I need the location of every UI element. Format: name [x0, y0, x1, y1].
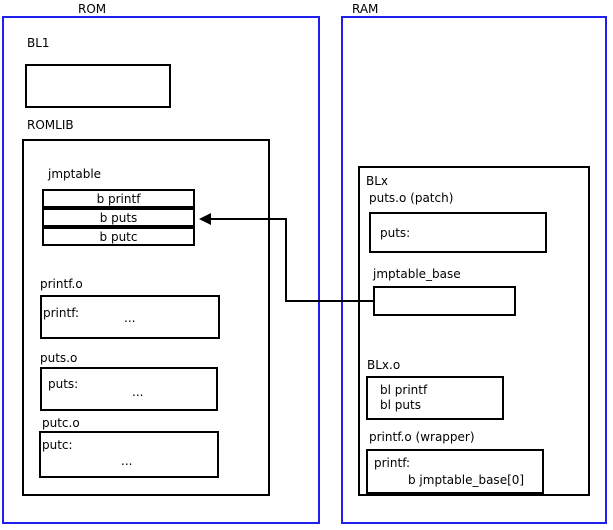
puts-o-label: puts.o — [40, 351, 78, 365]
blx-o-line2: bl puts — [380, 398, 421, 412]
romlib-group — [22, 139, 270, 496]
bl1-box — [25, 64, 171, 108]
jmptable-entry-2: b putc — [42, 227, 195, 246]
romlib-label: ROMLIB — [27, 118, 74, 132]
connector-segment-upper-horizontal — [211, 218, 287, 220]
bl1-label: BL1 — [27, 36, 50, 50]
jmptable-label: jmptable — [48, 167, 102, 181]
connector-segment-vertical — [285, 218, 287, 302]
printf-wrapper-label: printf.o (wrapper) — [369, 430, 475, 444]
printf-wrapper-line1: printf: — [374, 456, 411, 470]
blx-group — [358, 166, 590, 496]
jmptable-entry-0: b printf — [42, 189, 195, 208]
blx-o-line1: bl printf — [380, 383, 428, 397]
connector-segment-lower-horizontal — [285, 300, 375, 302]
printf-o-label: printf.o — [40, 277, 83, 291]
printf-wrapper-box: printf: b jmptable_base[0] — [366, 449, 544, 494]
puts-patch-box: puts: — [369, 212, 547, 253]
printf-wrapper-line2: b jmptable_base[0] — [408, 473, 525, 487]
jmptable-base-label: jmptable_base — [373, 267, 461, 281]
putc-o-ellipsis: ... — [121, 454, 133, 468]
putc-o-symbol: putc: — [42, 438, 73, 452]
printf-o-ellipsis: ... — [124, 311, 136, 325]
arrowhead-icon — [199, 213, 211, 225]
blx-label: BLx — [366, 174, 389, 188]
printf-o-symbol: printf: — [43, 306, 80, 320]
puts-patch-label: puts.o (patch) — [369, 191, 454, 205]
puts-o-symbol: puts: — [48, 377, 79, 391]
puts-o-box: puts: ... — [40, 367, 218, 411]
putc-o-box: putc: ... — [39, 431, 219, 478]
puts-o-ellipsis: ... — [132, 385, 144, 399]
rom-region-label: ROM — [78, 2, 107, 16]
putc-o-label: putc.o — [42, 416, 80, 430]
jmptable-entry-1: b puts — [42, 208, 195, 227]
rom-region — [2, 16, 320, 524]
ram-region-label: RAM — [352, 2, 379, 16]
puts-patch-symbol: puts: — [380, 226, 411, 240]
printf-o-box: printf: ... — [40, 295, 220, 339]
ram-region — [341, 16, 607, 524]
jmptable-base-box — [373, 286, 516, 316]
blx-o-label: BLx.o — [367, 358, 401, 372]
blx-o-box: bl printf bl puts — [366, 376, 504, 420]
